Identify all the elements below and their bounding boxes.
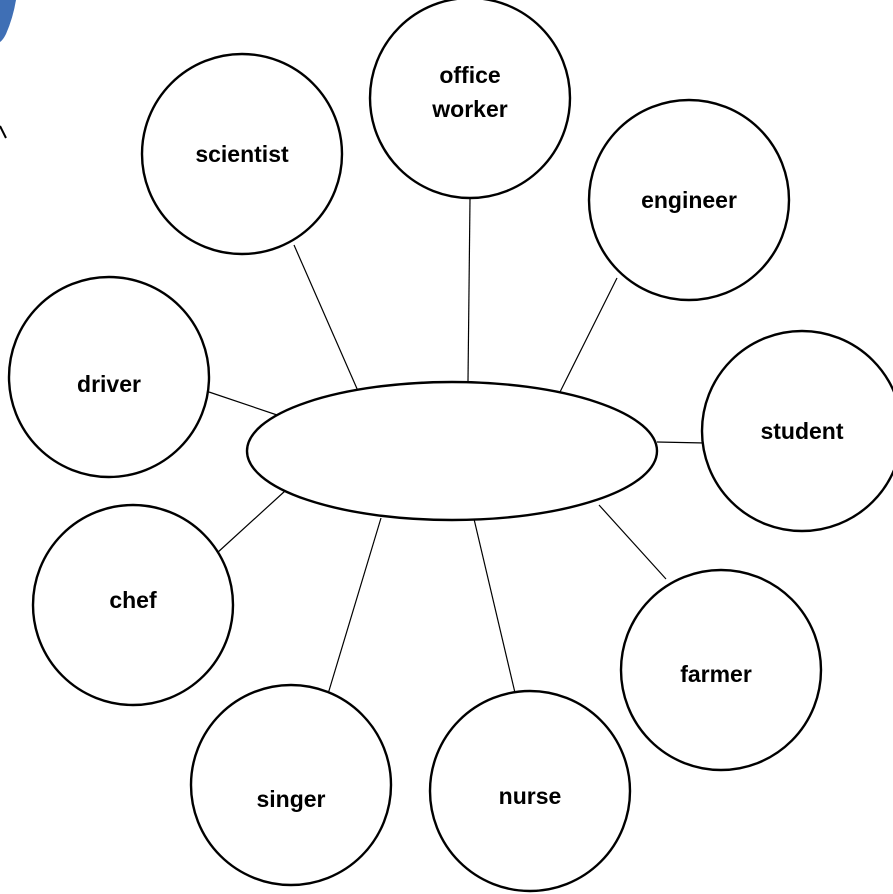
connector-nurse bbox=[473, 518, 521, 715]
node-label-office-worker-line2: worker bbox=[431, 96, 507, 122]
node-label-driver: driver bbox=[77, 371, 141, 397]
node-scientist: scientist bbox=[140, 52, 344, 256]
node-label-office-worker-line1: office bbox=[439, 62, 500, 88]
center-node bbox=[245, 380, 659, 522]
node-driver: driver bbox=[7, 275, 211, 479]
node-student: student bbox=[700, 329, 893, 533]
node-label-chef: chef bbox=[109, 587, 157, 613]
connector-scientist bbox=[293, 244, 359, 392]
node-farmer: farmer bbox=[619, 568, 823, 772]
node-singer: singer bbox=[189, 683, 393, 887]
node-label-scientist: scientist bbox=[195, 141, 289, 167]
blue-clipart-fragment-icon bbox=[0, 0, 16, 139]
connector-driver bbox=[208, 391, 284, 418]
node-chef: chef bbox=[31, 503, 235, 707]
connector-farmer bbox=[598, 504, 667, 580]
node-label-engineer: engineer bbox=[641, 187, 737, 213]
connector-chef bbox=[216, 490, 286, 554]
connectors bbox=[208, 198, 706, 715]
node-engineer: engineer bbox=[587, 98, 791, 302]
node-label-nurse: nurse bbox=[499, 783, 562, 809]
connector-student bbox=[656, 441, 706, 444]
node-nurse: nurse bbox=[428, 689, 632, 893]
node-label-student: student bbox=[760, 418, 843, 444]
connector-office-worker bbox=[467, 198, 471, 382]
node-label-singer: singer bbox=[256, 786, 325, 812]
connector-singer bbox=[327, 517, 382, 695]
node-office-worker: office worker bbox=[368, 0, 572, 200]
node-label-farmer: farmer bbox=[680, 661, 752, 687]
connector-engineer bbox=[559, 277, 618, 393]
